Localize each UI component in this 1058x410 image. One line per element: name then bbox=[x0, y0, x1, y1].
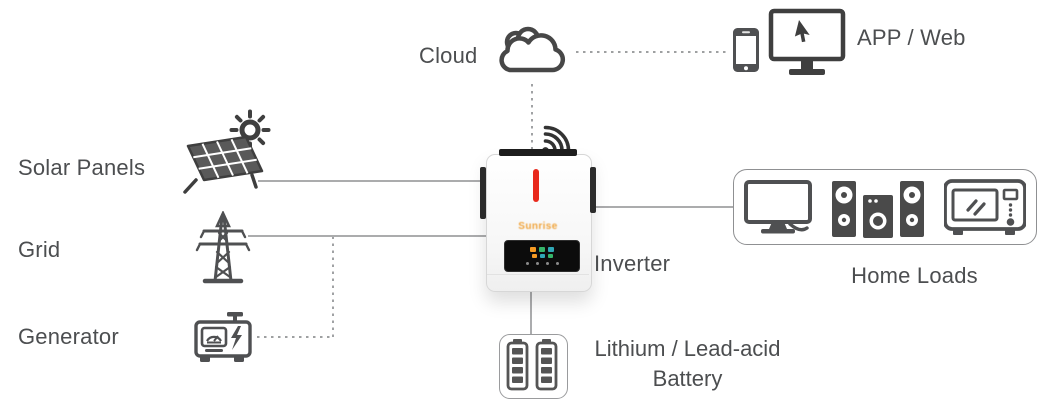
home-loads-label: Home Loads bbox=[851, 263, 978, 288]
inverter-top-vent bbox=[499, 149, 577, 156]
display-digits-row2 bbox=[531, 254, 553, 258]
transmission-tower-icon bbox=[195, 211, 251, 284]
monitor-cursor-icon bbox=[768, 8, 846, 75]
red-led-indicator bbox=[533, 169, 539, 202]
generator-label: Generator bbox=[18, 324, 119, 349]
display-digits-row1 bbox=[530, 247, 554, 252]
battery-cells-icon bbox=[506, 339, 558, 391]
cloud-label: Cloud bbox=[419, 43, 478, 68]
battery-label: Lithium / Lead-acid Battery bbox=[570, 334, 805, 393]
lcd-display bbox=[504, 240, 580, 272]
inverter-heatsink-left bbox=[480, 167, 486, 219]
inverter-seam-line bbox=[487, 274, 589, 275]
solar-panel-icon bbox=[183, 135, 264, 194]
stereo-system-icon bbox=[832, 181, 924, 238]
solar-panels-label: Solar Panels bbox=[18, 155, 146, 180]
app-web-label: APP / Web bbox=[857, 25, 966, 50]
inverter-label: Inverter bbox=[594, 251, 671, 276]
display-buttons bbox=[525, 262, 559, 265]
inverter-heatsink-right bbox=[590, 167, 596, 213]
microwave-icon bbox=[944, 179, 1026, 235]
generator-icon bbox=[194, 312, 252, 362]
battery-label-line1: Lithium / Lead-acid bbox=[594, 336, 781, 361]
smartphone-icon bbox=[733, 28, 759, 72]
tv-icon bbox=[744, 180, 812, 234]
inverter-brand-logo: Sunrise bbox=[518, 221, 558, 232]
grid-label: Grid bbox=[18, 237, 61, 262]
battery-label-line2: Battery bbox=[652, 365, 723, 391]
cloud-icon bbox=[499, 26, 566, 73]
